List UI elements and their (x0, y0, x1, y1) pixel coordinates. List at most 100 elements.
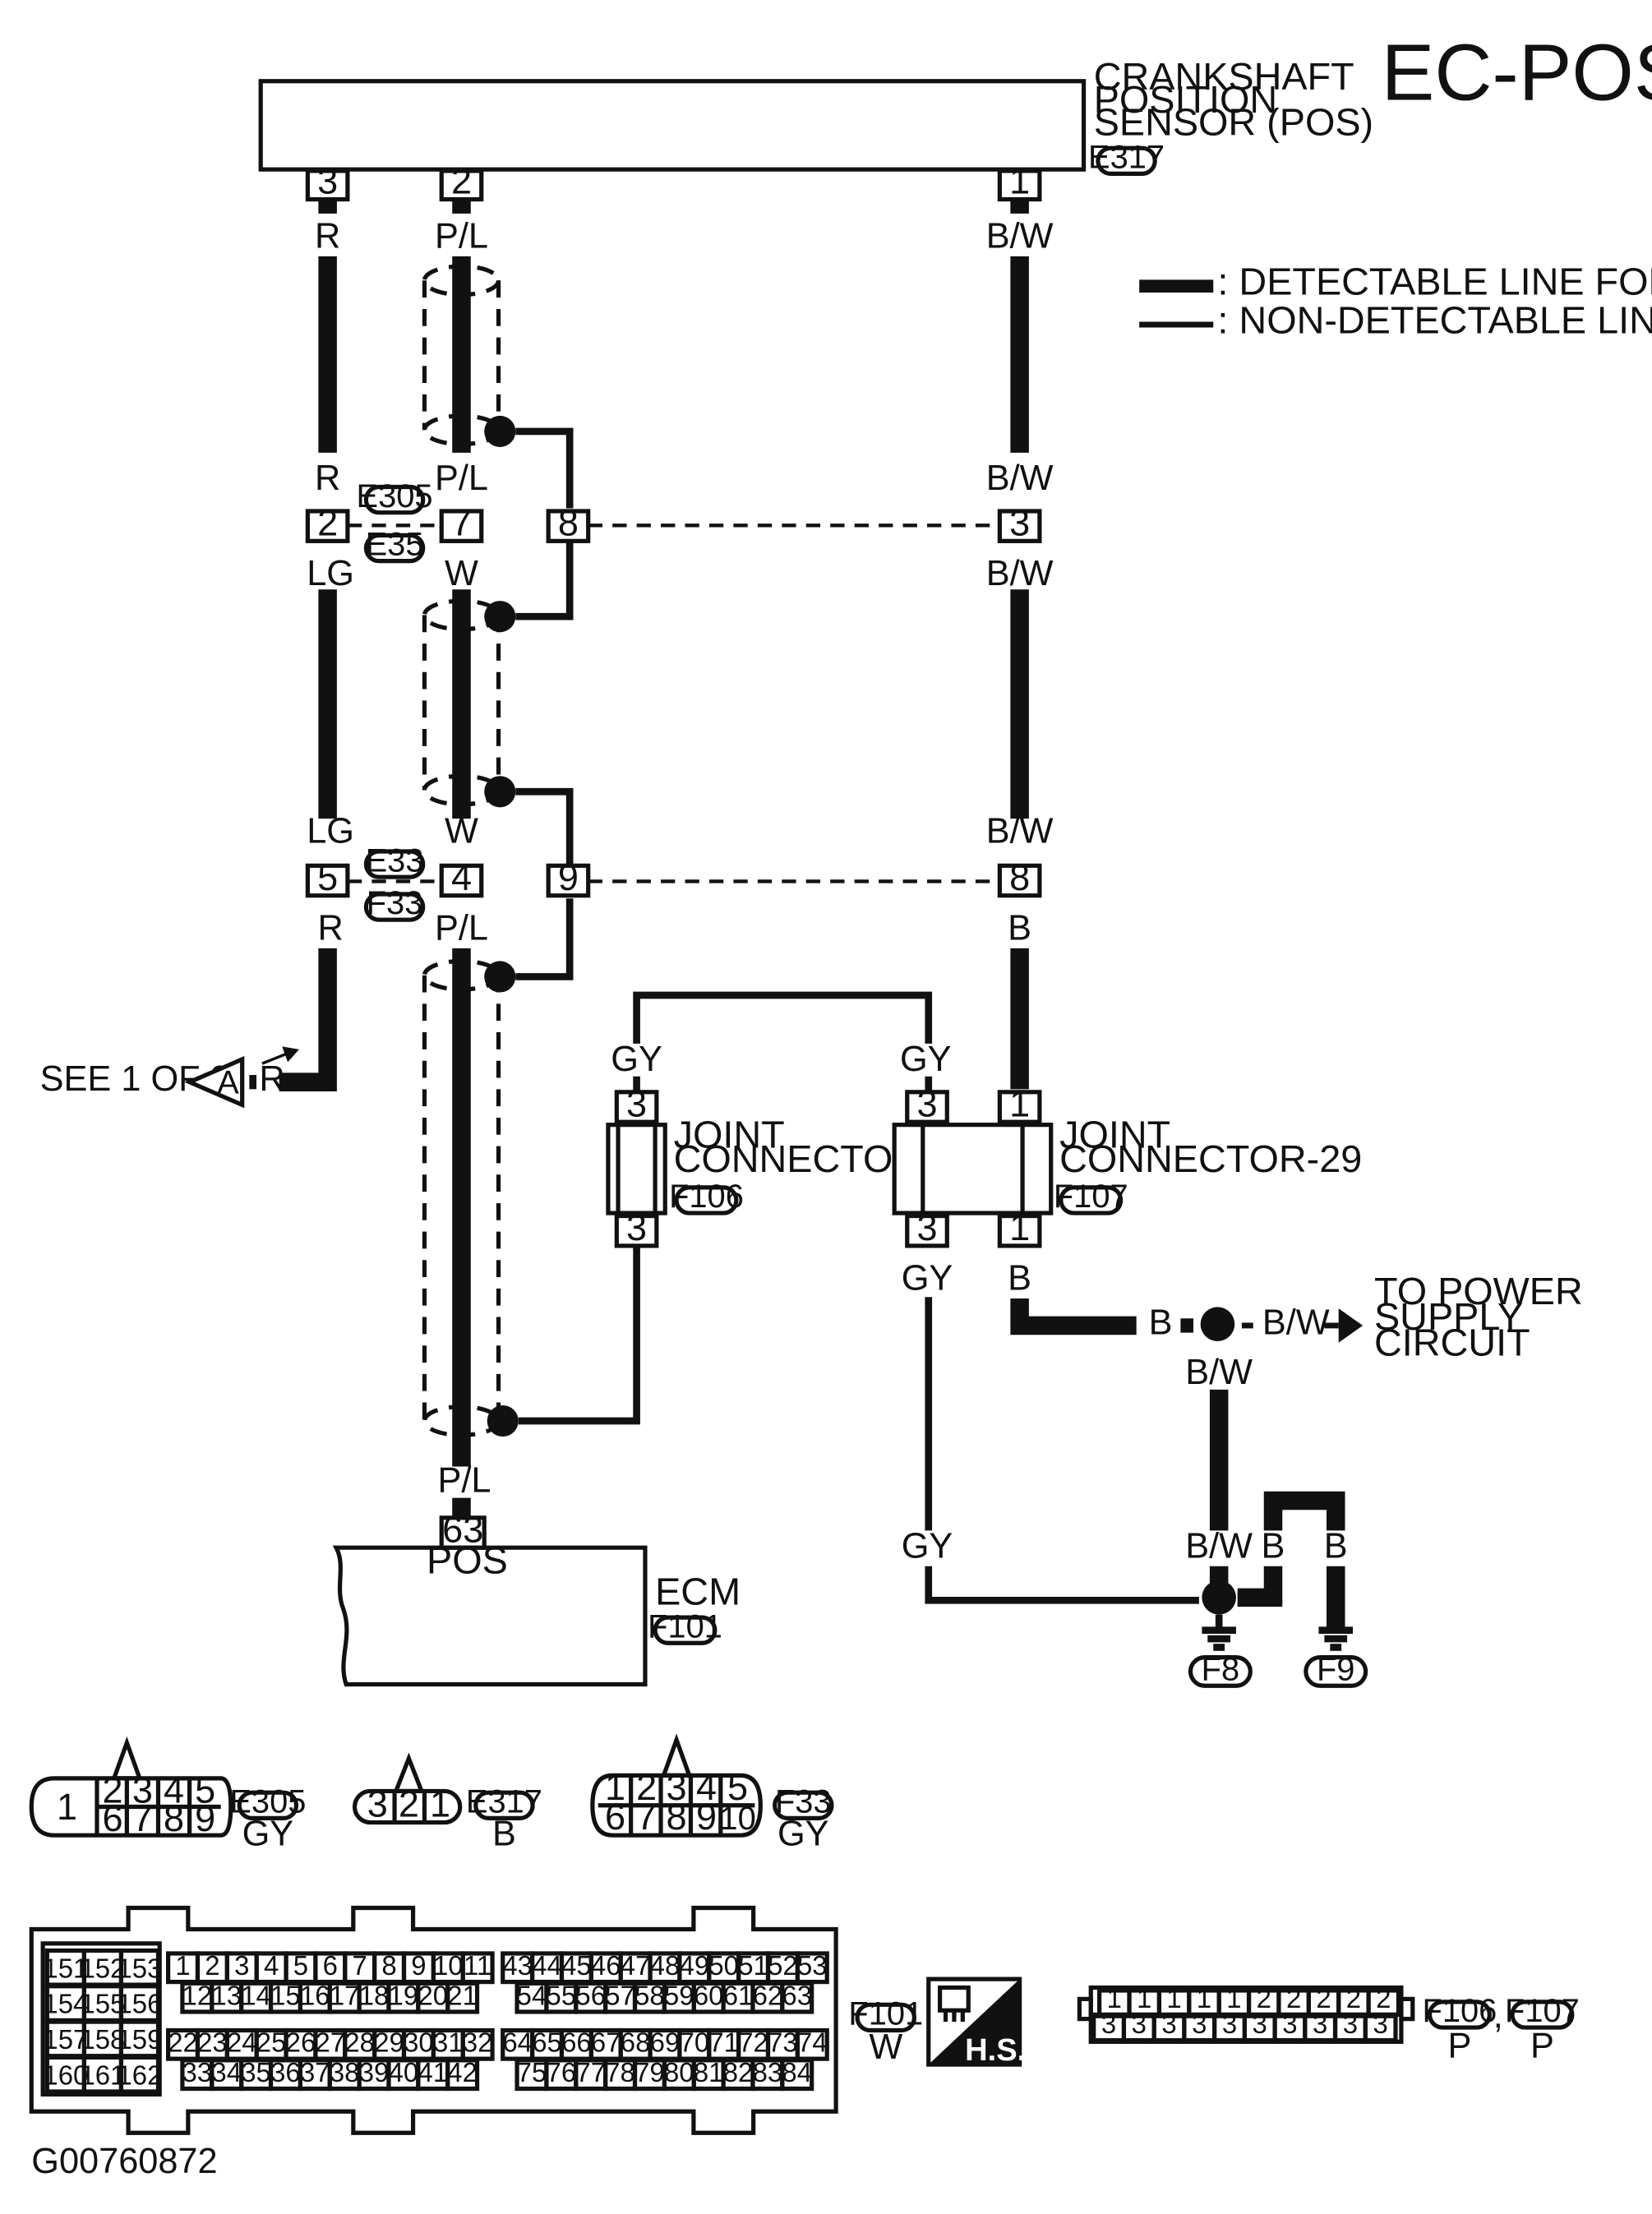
pin-number: 3 (1161, 2009, 1176, 2039)
connector-view-f33: 1 2 3 4 5 6 7 8 9 10 F33 GY (590, 1733, 834, 1853)
pin-number: 48 (650, 1950, 681, 1981)
row1-connector-bottom: E35 (366, 527, 424, 563)
jc29-label-1: JOINT (1059, 1113, 1170, 1155)
pin-number: 27 (316, 2027, 346, 2057)
power-label-3: CIRCUIT (1374, 1321, 1530, 1363)
jc29-bottom-pin-1: 3 (916, 1206, 937, 1248)
f107-id: F107 (1505, 1993, 1580, 2029)
b-label-29-bottom: B (1008, 1259, 1031, 1298)
gy-label-ground: GY (902, 1526, 953, 1566)
pin-number: 3 (1222, 2009, 1237, 2039)
pin-number: 56 (575, 1980, 606, 2010)
f33-id: F33 (775, 1783, 832, 1820)
pin-number: 58 (634, 1980, 665, 2010)
pin-number: 32 (463, 2027, 493, 2057)
jc29-bottom-pin-2: 1 (1009, 1206, 1030, 1248)
e305-id: E305 (229, 1783, 306, 1820)
see-ref-symbol: A (217, 1065, 239, 1101)
wire-label-pl-ecm: P/L (437, 1461, 491, 1501)
pin-number: 72 (738, 2027, 768, 2057)
pin-number: 2 (1346, 1983, 1361, 2013)
pin-number: 42 (447, 2057, 478, 2087)
wire-label-pl-top: P/L (435, 216, 488, 256)
wire-label-bw-row2: B/W (986, 812, 1054, 851)
pin-number: 69 (650, 2027, 681, 2057)
pin-cell (780, 1981, 814, 2014)
pin-number: 160 (43, 2059, 88, 2090)
pin-number: 3 (1101, 2009, 1116, 2039)
pin-number: 21 (447, 1980, 478, 2010)
jc28-connector-id: F106 (669, 1178, 744, 1215)
pin-number: 8 (381, 1950, 396, 1981)
wire-label-pl-row2: P/L (435, 908, 488, 948)
e305-cav-big: 1 (57, 1786, 77, 1828)
e317-color: B (492, 1814, 516, 1853)
e317-id: E317 (466, 1783, 542, 1820)
sensor-name-line2: POSITION (1094, 78, 1277, 121)
pin-number: 2 (1257, 1983, 1271, 2013)
pin-number: 57 (605, 1980, 635, 2010)
sensor-pin-3: 3 (317, 160, 338, 202)
pin-number: 55 (547, 1980, 577, 2010)
hs-symbol: H.S. (926, 1976, 1026, 2068)
page-code: EC-POS-02 (1382, 27, 1652, 117)
pin-number: 28 (344, 2027, 375, 2057)
ecm-pin: 63 (442, 1508, 483, 1550)
pin-number: 2 (1376, 1983, 1391, 2013)
shields (422, 264, 574, 1437)
f106-id: F106 (1423, 1993, 1497, 2029)
row1-connector-top: E305 (357, 478, 433, 514)
pin-number: 1 (1107, 1983, 1122, 2013)
jc28-label-1: JOINT (674, 1113, 785, 1155)
pin-number: 156 (117, 1989, 162, 2019)
pin-number: 154 (43, 1989, 88, 2019)
pin-number: 53 (797, 1950, 828, 1981)
pin-number: 50 (708, 1950, 739, 1981)
pin-number: 52 (768, 1950, 798, 1981)
e317-cav-2: 2 (399, 1783, 419, 1825)
f33-cav-t5: 5 (727, 1766, 748, 1808)
pin-number: 162 (117, 2059, 162, 2090)
pin-number: 41 (418, 2057, 448, 2087)
row1-pin-1: 2 (317, 501, 338, 543)
pin-number: 3 (1282, 2009, 1297, 2039)
ecm-pin-name: POS (427, 1538, 508, 1581)
pin-number: 153 (117, 1953, 162, 1983)
wire-label-bw-top: B/W (986, 216, 1054, 256)
row1-pin-3: 8 (558, 501, 579, 543)
ground-circuit: GY GY B B B/W TO POWER SUPPLY CIRCUIT B/… (902, 1259, 1583, 1688)
pin-cell (780, 2058, 814, 2092)
legend-non-detectable: : NON-DETECTABLE LINE FOR DTC (1217, 298, 1652, 341)
pin-number: 36 (270, 2057, 301, 2087)
pin-number: 30 (404, 2027, 434, 2057)
pin-number: 33 (182, 2057, 213, 2087)
pin-number: 38 (330, 2057, 360, 2087)
sensor-connector-id: E317 (1088, 139, 1165, 175)
pin-number: 49 (680, 1950, 710, 1981)
pin-number: 157 (43, 2024, 88, 2055)
pin-number: 10 (433, 1950, 464, 1981)
pin-number: 44 (532, 1950, 562, 1981)
wire-r-lg: R R LG LG R (249, 199, 354, 1091)
row1-pin-4: 3 (1009, 501, 1030, 543)
b-label-ground-2: B (1324, 1526, 1348, 1566)
f33-cav-b3: 8 (667, 1796, 687, 1838)
pin-number: 46 (591, 1950, 621, 1981)
jc29-label-2: CONNECTOR-29 (1059, 1137, 1362, 1180)
jc29-connector-id: F107 (1054, 1178, 1128, 1215)
pin-number: 45 (561, 1950, 592, 1981)
row2-pin-4: 8 (1009, 856, 1030, 898)
pin-number: 35 (241, 2057, 271, 2087)
ecm-label: ECM (655, 1571, 741, 1613)
pin-number: 29 (374, 2027, 404, 2057)
row2-pin-2: 4 (451, 856, 472, 898)
wire-label-bw-row1b: B/W (986, 554, 1054, 593)
e317-cav-3: 1 (430, 1783, 450, 1825)
bw-label-down-1: B/W (1185, 1353, 1253, 1392)
jc28-bottom-pin: 3 (626, 1206, 647, 1248)
pin-number: 59 (664, 1980, 694, 2010)
pin-number: 83 (753, 2057, 783, 2087)
pin-number: 54 (517, 1980, 547, 2010)
hs-label: H.S. (965, 2033, 1026, 2068)
f33-cav-b4: 9 (696, 1796, 717, 1838)
